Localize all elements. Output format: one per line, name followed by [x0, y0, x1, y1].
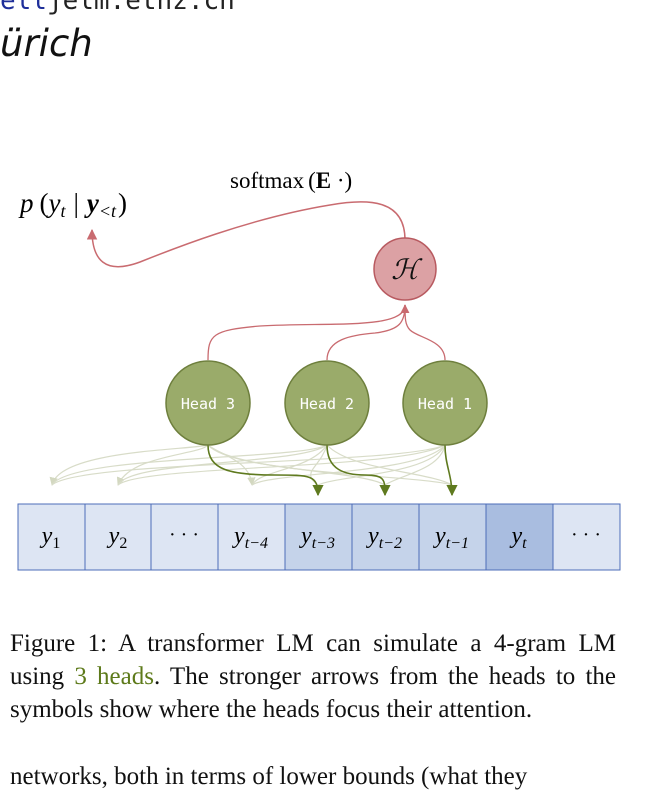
softmax-paren-open: (	[308, 168, 316, 193]
caption-part3: . The stronger arrows from the heads to …	[10, 663, 616, 723]
token-2: y2	[107, 523, 128, 552]
h-node-label: ℋ	[391, 253, 423, 286]
caption-heads-phrase: 3 heads	[74, 663, 154, 690]
token-4: yt−4	[232, 523, 268, 552]
head-1-label: Head 1	[418, 395, 472, 413]
token-row: y1 y2 · · · yt−4 yt−3 yt−2 yt−1 yt · · ·	[17, 503, 621, 571]
author-email: elljelm.ethz.ch	[0, 0, 235, 16]
email-rest: jelm.ethz.ch	[46, 0, 235, 16]
head-2-node	[284, 360, 370, 446]
caption-part2: -gram LM using	[10, 630, 616, 690]
token-8: yt	[509, 523, 527, 552]
h-node	[373, 237, 437, 301]
caption-n: 4	[493, 630, 507, 657]
token-cell-5	[284, 503, 353, 571]
head2-to-h-arrow	[326, 304, 406, 361]
output-p: p	[18, 188, 34, 218]
head-1-node	[402, 360, 488, 446]
head2-focus-arrow	[326, 444, 391, 497]
softmax-paren-close: )	[345, 168, 353, 193]
head-3-node	[165, 360, 251, 446]
token-cell-8	[485, 503, 554, 571]
caption-part1: Figure 1: A transformer LM can simulate …	[10, 630, 494, 657]
token-5: yt−3	[299, 523, 335, 552]
token-cell-6	[351, 503, 420, 571]
output-y: y	[46, 188, 61, 218]
email-prefix: ell	[0, 0, 47, 16]
token-cell-9	[552, 503, 621, 571]
token-cell-4	[217, 503, 286, 571]
softmax-label: softmax(E ·)	[230, 168, 352, 193]
token-1: y1	[40, 523, 61, 552]
softmax-arrow	[86, 201, 406, 268]
token-cell-3	[150, 503, 219, 571]
figure-diagram: p(yt|y<t) softmax(E ·) ℋ Head 3 Head 2	[17, 168, 621, 571]
token-6: yt−2	[366, 523, 402, 552]
token-7: yt−1	[433, 523, 469, 552]
affiliation: ürich	[0, 22, 93, 65]
head3-to-h-arrow	[207, 304, 406, 361]
head-3-label: Head 3	[181, 395, 235, 413]
output-ybold: y	[84, 188, 100, 218]
head1-focus-arrow	[444, 444, 458, 497]
softmax-word: softmax	[230, 168, 305, 193]
output-paren-close: )	[118, 188, 127, 218]
head-2-label: Head 2	[300, 395, 354, 413]
output-label: p(yt|y<t)	[18, 188, 127, 221]
output-lt: <t	[99, 201, 117, 221]
head3-focus-arrow	[207, 444, 324, 497]
output-bar: |	[74, 188, 79, 218]
output-t: t	[60, 201, 66, 221]
softmax-dot: ·	[331, 168, 344, 193]
softmax-E: E	[316, 168, 331, 193]
token-cell-1	[17, 503, 86, 571]
head1-to-h-arrow	[400, 304, 446, 361]
token-cell-7	[418, 503, 487, 571]
body-paragraph-line: networks, both in terms of lower bounds …	[10, 763, 528, 790]
figure-caption: Figure 1: A transformer LM can simulate …	[10, 627, 616, 726]
token-3: · · ·	[169, 524, 199, 546]
token-9: · · ·	[571, 524, 601, 546]
faint-attention-arrows	[49, 444, 453, 486]
output-paren-open: (	[40, 188, 49, 218]
